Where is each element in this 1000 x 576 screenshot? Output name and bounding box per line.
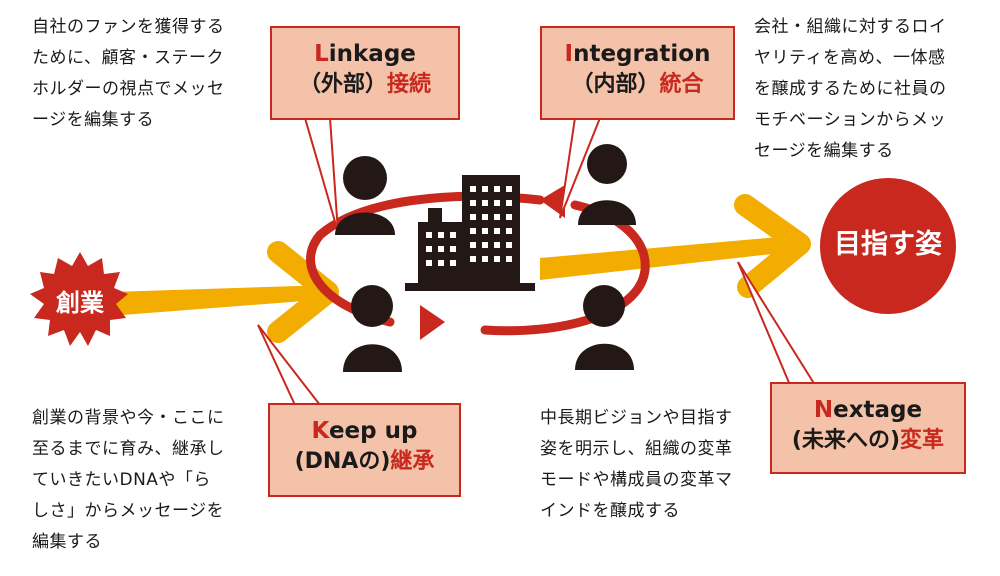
person-icon xyxy=(578,144,636,225)
goal-label: 目指す姿 xyxy=(834,229,942,260)
office-building-icon xyxy=(405,175,535,291)
note-line: 至るまでに育み、継承し xyxy=(32,439,225,459)
keepup-title: eep up xyxy=(328,418,418,444)
note-line: 姿を明示し、組織の変革 xyxy=(540,439,733,459)
note-line: インドを醸成する xyxy=(540,501,680,521)
note-line: しさ」からメッセージを xyxy=(32,501,225,521)
nextage-action: 変革 xyxy=(900,428,945,453)
note-line: ホルダーの視点でメッセ xyxy=(32,79,225,99)
nextage-initial: N xyxy=(813,397,834,423)
start-seal xyxy=(30,252,128,346)
person-icon xyxy=(343,285,402,372)
note-top-left: 自社のファンを獲得する ために、顧客・ステーク ホルダーの視点でメッセ ージを編… xyxy=(32,12,225,136)
note-bottom-left: 創業の背景や今・ここに 至るまでに育み、継承し ていきたいDNAや「ら しさ」か… xyxy=(32,403,225,558)
integration-scope: （内部） xyxy=(571,72,660,97)
cycle-arrowhead-left xyxy=(540,185,565,218)
note-line: ていきたいDNAや「ら xyxy=(32,470,211,490)
integration-action: 統合 xyxy=(659,72,704,97)
linkage-pointer xyxy=(303,117,339,233)
nextage-scope: (未来への) xyxy=(791,428,901,453)
linkage-box: Linkage （外部）接続 xyxy=(270,26,460,120)
note-line: を醸成するために社員の xyxy=(754,79,947,99)
note-line: モードや構成員の変革マ xyxy=(540,470,733,490)
cycle-arrowhead-right xyxy=(420,305,445,340)
integration-box: Integration （内部）統合 xyxy=(540,26,735,120)
note-line: 自社のファンを獲得する xyxy=(32,17,225,37)
linkage-title: inkage xyxy=(328,41,416,67)
keepup-initial: K xyxy=(311,418,329,444)
keepup-action: 継承 xyxy=(390,449,435,474)
integration-title: ntegration xyxy=(573,41,711,67)
note-bottom-center: 中長期ビジョンや目指す 姿を明示し、組織の変革 モードや構成員の変革マ インドを… xyxy=(540,403,733,527)
linkage-action: 接続 xyxy=(387,72,432,97)
note-line: ために、顧客・ステーク xyxy=(32,48,224,68)
nextage-box: Nextage (未来への)変革 xyxy=(770,382,966,474)
note-line: 会社・組織に対するロイ xyxy=(754,17,947,37)
keepup-box: Keep up (DNAの)継承 xyxy=(268,403,461,497)
note-line: ヤリティを高め、一体感 xyxy=(754,48,946,68)
linkage-scope: （外部） xyxy=(298,72,387,97)
note-line: 創業の背景や今・ここに xyxy=(32,408,225,428)
integration-initial: I xyxy=(564,41,574,67)
start-label: 創業 xyxy=(56,289,104,317)
nextage-pointer xyxy=(737,261,817,386)
linkage-initial: L xyxy=(314,41,329,67)
note-line: ージを編集する xyxy=(32,110,155,130)
note-top-right: 会社・組織に対するロイ ヤリティを高め、一体感 を醸成するために社員の モチベー… xyxy=(754,12,947,167)
person-icon xyxy=(575,285,634,370)
person-icon xyxy=(335,156,395,235)
note-line: セージを編集する xyxy=(754,141,894,161)
note-line: 中長期ビジョンや目指す xyxy=(540,408,733,428)
keepup-scope: (DNAの) xyxy=(294,449,391,474)
note-line: 編集する xyxy=(32,532,102,552)
goal-circle xyxy=(820,178,956,314)
nextage-title: extage xyxy=(833,397,923,423)
note-line: モチベーションからメッ xyxy=(754,110,947,130)
